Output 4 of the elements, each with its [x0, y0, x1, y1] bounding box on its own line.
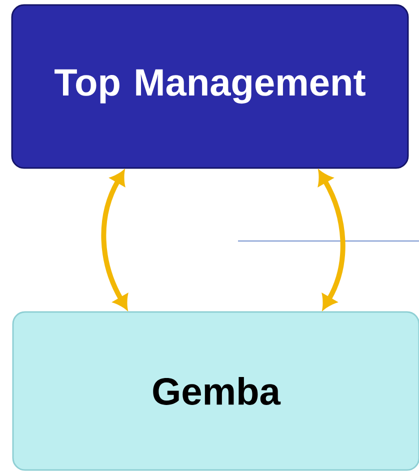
double-arrow: [318, 170, 346, 310]
double-arrow: [101, 170, 128, 310]
process-box: Top Management: [11, 4, 409, 169]
process-box: Gemba: [12, 311, 419, 471]
